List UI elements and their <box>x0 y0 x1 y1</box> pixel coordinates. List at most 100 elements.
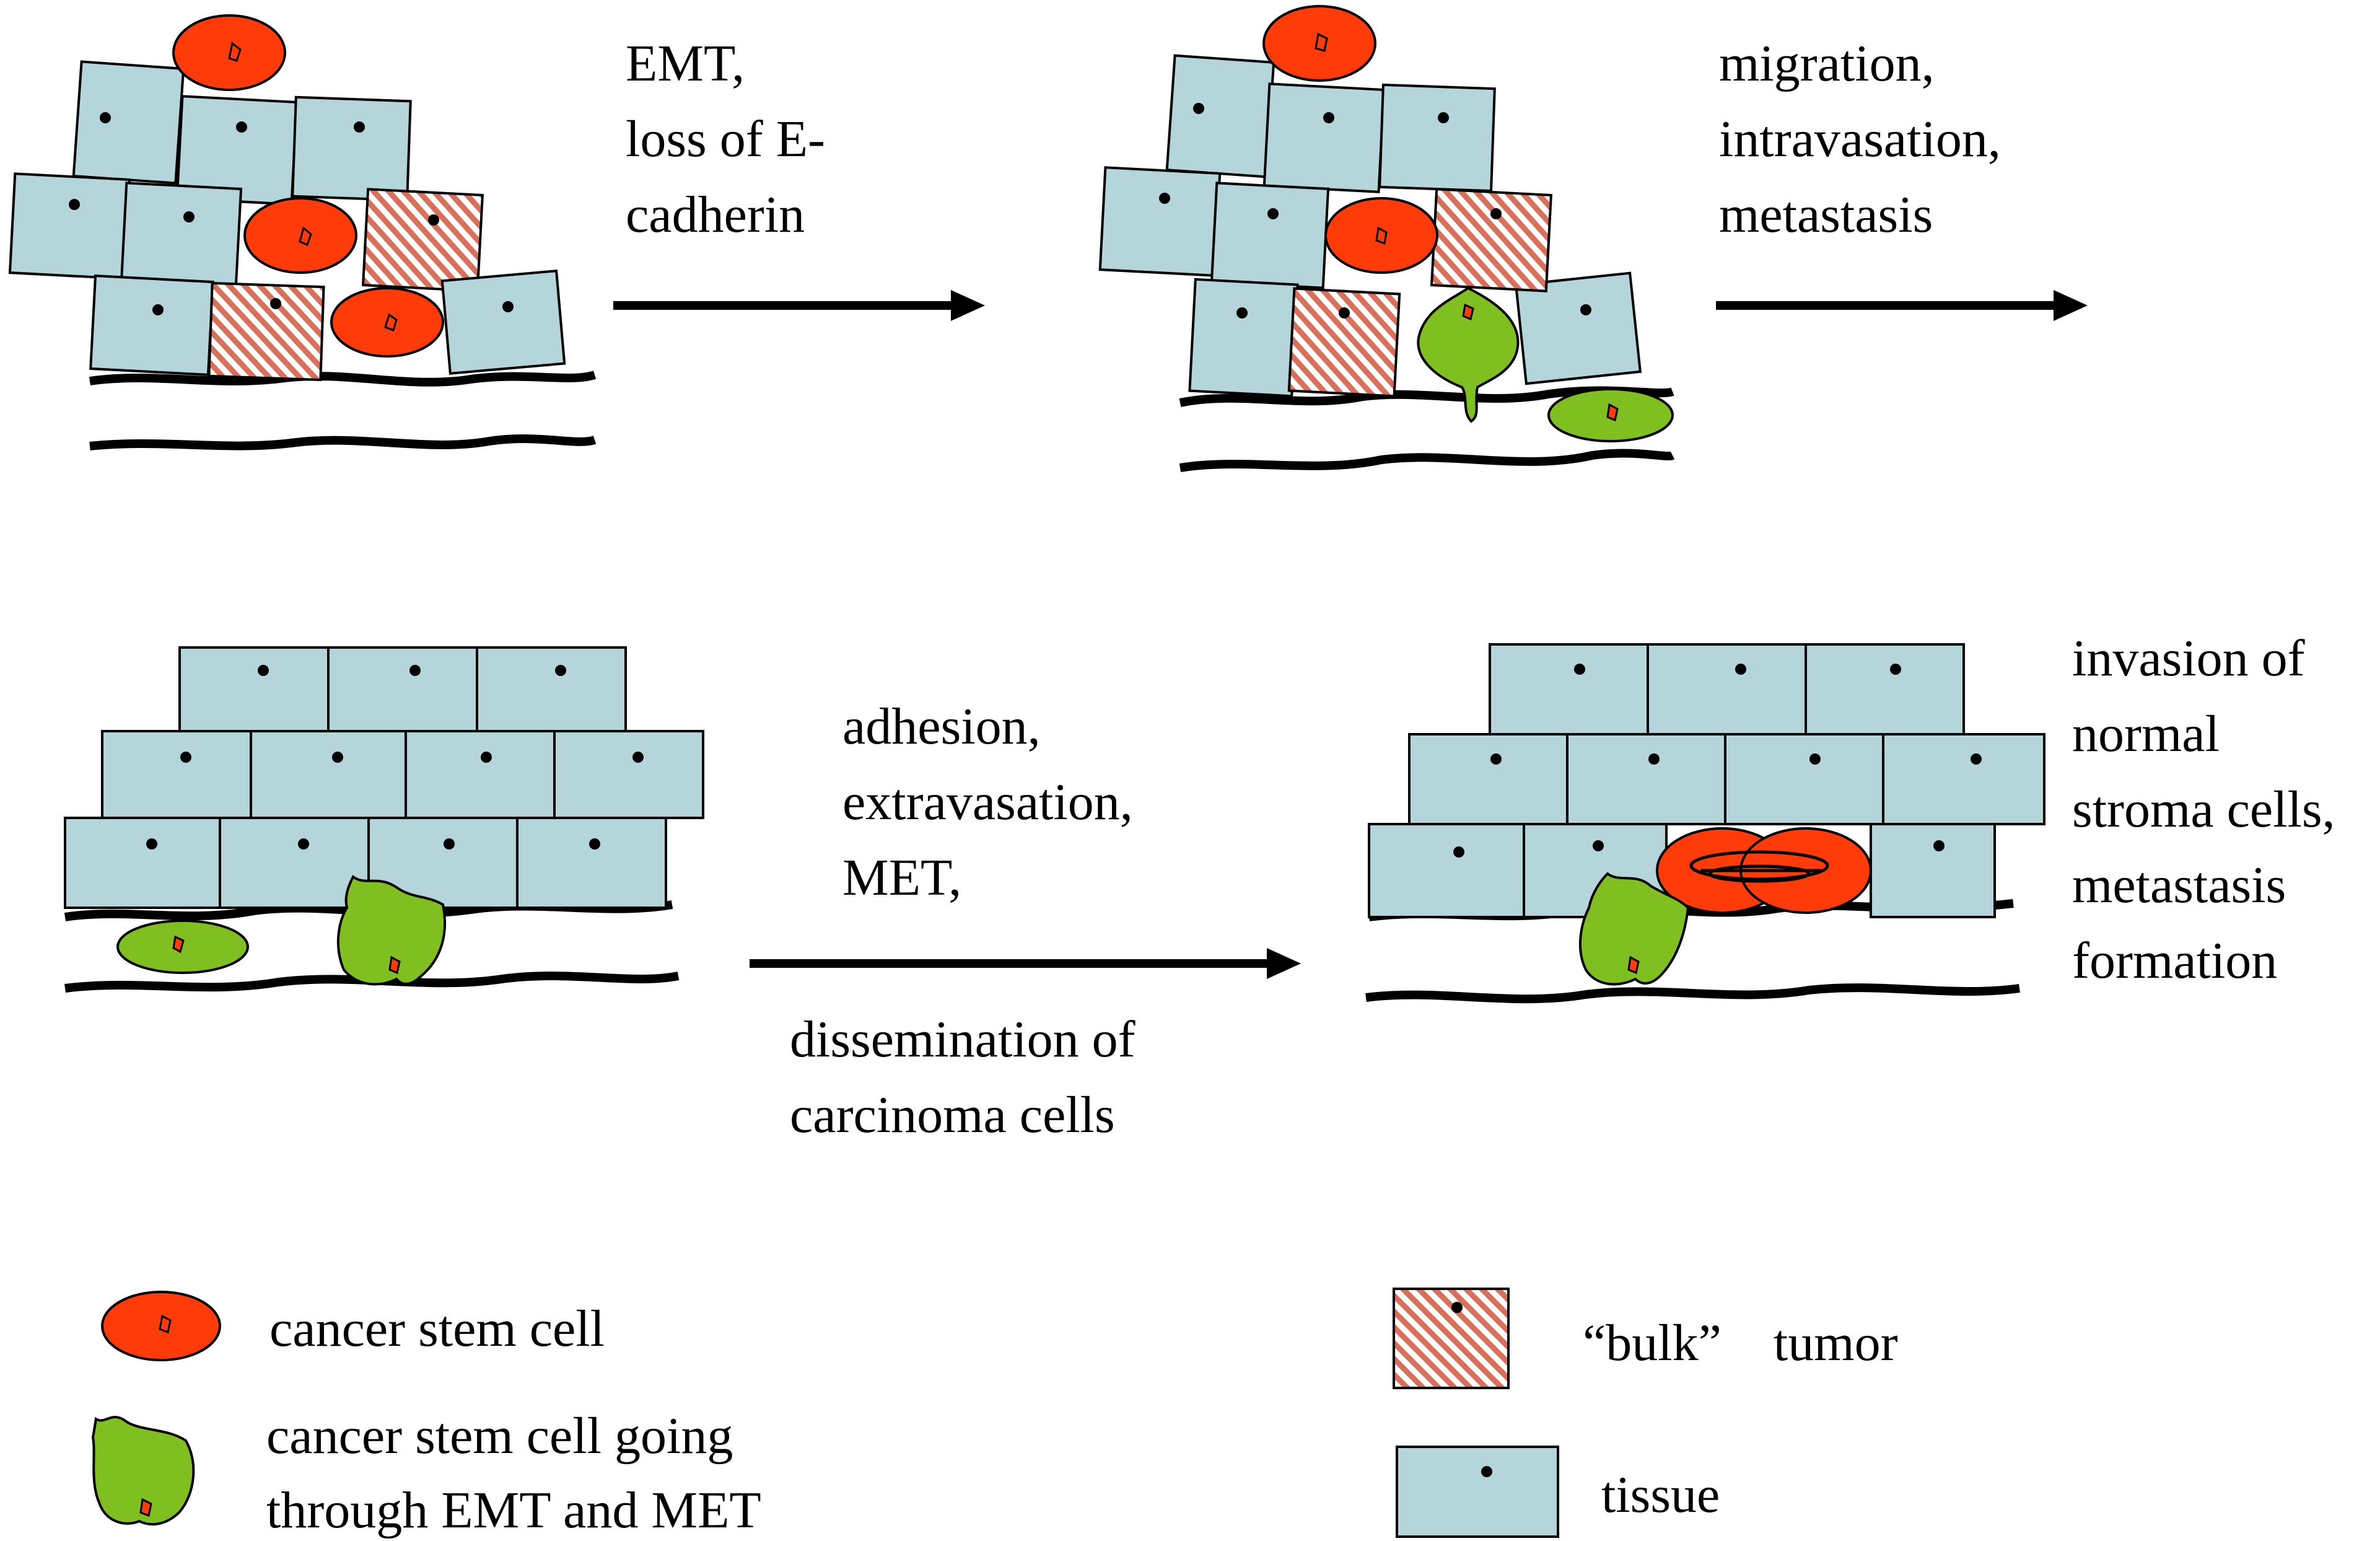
tissue-nucleus <box>1580 304 1591 315</box>
emt-cancer-stem-cell <box>91 1416 195 1526</box>
tissue-nucleus <box>180 752 191 763</box>
cancer-stem-cell <box>1324 197 1438 274</box>
tissue-cell <box>516 817 667 909</box>
cell-nucleus <box>172 935 185 954</box>
panel-4-metastasis <box>1365 643 2045 1004</box>
label-line: EMT, <box>626 35 745 92</box>
tissue-cell <box>1165 54 1275 178</box>
tissue-nucleus <box>298 838 309 850</box>
tissue-cell <box>1098 166 1222 277</box>
arrow-step-1 <box>613 290 985 321</box>
tissue-nucleus <box>632 752 644 763</box>
tissue-nucleus <box>183 211 195 222</box>
tissue-nucleus <box>1438 112 1449 123</box>
tissue-nucleus <box>1648 753 1660 765</box>
tissue-cell <box>1188 278 1299 398</box>
tissue-nucleus <box>236 121 247 133</box>
legend-label-bulk-tumor: “bulk” tumor <box>1583 1314 1898 1372</box>
tissue-nucleus <box>1890 664 1901 675</box>
tissue-nucleus <box>1323 112 1334 123</box>
bulk-tumor-cell <box>1430 188 1553 292</box>
tissue-cell <box>327 646 478 732</box>
label-line: through EMT and MET <box>266 1482 761 1539</box>
tissue-nucleus <box>152 304 164 315</box>
label-line: invasion of <box>2072 630 2305 687</box>
tissue-nucleus <box>1593 840 1604 851</box>
legend-item-tissue: tissue <box>1396 1446 1720 1538</box>
tissue-cell <box>1396 1446 1559 1538</box>
bulk-tumor-cell <box>1393 1288 1510 1389</box>
tissue-cell <box>1514 271 1642 385</box>
arrow-step-2 <box>1716 290 2088 321</box>
tissue-cell <box>64 817 221 909</box>
tissue-cell <box>178 646 330 732</box>
step-label-emt: EMT,loss of E-cadherin <box>626 35 825 244</box>
legend-item-bulk-tumor: “bulk” tumor <box>1393 1288 1898 1389</box>
tissue-nucleus <box>502 301 514 312</box>
label-line: migration, <box>1719 35 1935 92</box>
label-line: stroma cells, <box>2072 781 2335 838</box>
tissue-cell <box>1724 733 1884 825</box>
tissue-nucleus <box>1267 208 1279 219</box>
legend-label-emt-met-cell: cancer stem cell going through EMT and ME… <box>266 1407 761 1539</box>
tissue-cell <box>405 730 556 819</box>
tissue-nucleus <box>589 838 600 850</box>
tissue-cell <box>291 95 412 202</box>
cell-nucleus <box>384 313 398 331</box>
tissue-nucleus <box>1933 840 1945 851</box>
tissue-nucleus <box>1971 753 1982 765</box>
dividing-nucleus <box>1689 850 1829 883</box>
label-line: intravasation, <box>1719 110 2001 168</box>
emt-cancer-stem-cell <box>116 920 249 974</box>
label-line: cancer stem cell going <box>266 1407 733 1465</box>
tissue-nucleus <box>69 199 80 210</box>
legend-label-tissue: tissue <box>1601 1466 1720 1524</box>
legend-item-emt-met-cell: cancer stem cell going through EMT and ME… <box>91 1407 761 1539</box>
legend-item-cancer-stem-cell: cancer stem cell <box>101 1291 605 1361</box>
emt-cancer-stem-cell <box>1417 286 1520 423</box>
tissue-cell <box>101 730 252 819</box>
tissue-nucleus <box>1574 664 1585 675</box>
bulk-tumor-cell <box>361 188 484 292</box>
tissue-nucleus <box>100 112 111 123</box>
tissue-nucleus <box>146 838 157 850</box>
label-line: metastasis <box>2072 856 2286 914</box>
cell-nucleus <box>299 226 312 246</box>
tissue-cell <box>1408 733 1568 825</box>
tissue-cell <box>89 274 214 376</box>
tissue-cell <box>250 730 407 819</box>
basement-membrane-upper <box>89 371 597 387</box>
cell-nucleus <box>159 1314 172 1334</box>
label-line: carcinoma cells <box>790 1086 1115 1144</box>
cell-nucleus <box>139 1498 152 1517</box>
tissue-nucleus <box>1193 103 1204 114</box>
tissue-cell <box>440 270 566 375</box>
emt-cancer-stem-cell <box>337 874 446 986</box>
tissue-cell <box>1805 643 1965 735</box>
bulk-tumor-cell <box>208 281 325 382</box>
cancer-stem-cell <box>172 14 286 91</box>
tissue-cell <box>1566 733 1726 825</box>
basement-membrane-lower <box>1179 449 1675 472</box>
tissue-cell <box>1368 823 1525 918</box>
tissue-nucleus <box>258 665 269 676</box>
tissue-cell <box>1489 643 1649 735</box>
tissue-nucleus <box>444 838 455 850</box>
tissue-nucleus <box>1159 193 1170 204</box>
emt-cancer-stem-cell <box>1579 872 1690 986</box>
tissue-nucleus <box>1735 664 1746 675</box>
tissue-cell <box>1378 83 1496 193</box>
tissue-nucleus <box>409 665 421 676</box>
tissue-cell <box>476 646 627 732</box>
tissue-cell <box>1882 733 2045 825</box>
label-line: dissemination of <box>790 1011 1135 1068</box>
panel-1-primary-tumor <box>8 14 597 450</box>
label-line: MET, <box>842 849 961 907</box>
panel-3-circulation <box>64 646 704 993</box>
tissue-nucleus <box>555 665 566 676</box>
panel-2-emt-migration <box>1098 5 1675 472</box>
tissue-cell <box>219 817 370 909</box>
cell-nucleus <box>1606 403 1619 422</box>
